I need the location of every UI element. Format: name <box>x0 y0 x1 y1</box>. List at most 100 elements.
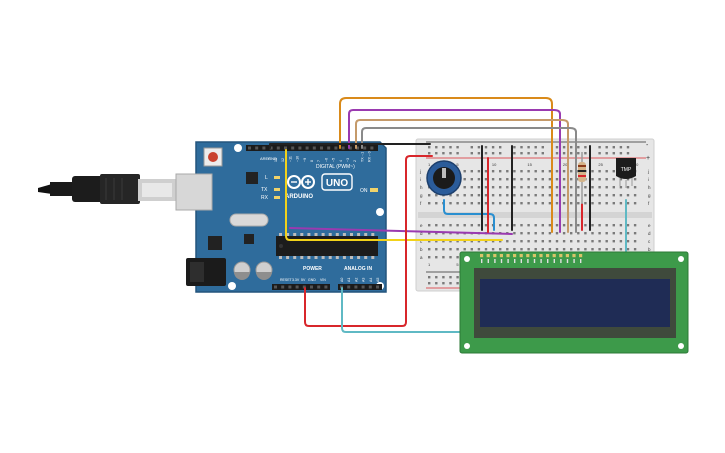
breadboard-hole <box>527 146 530 149</box>
pin-hole <box>363 146 367 150</box>
row-letter: j <box>419 169 421 174</box>
breadboard-hole <box>470 178 473 181</box>
breadboard-hole <box>548 232 552 235</box>
breadboard-hole <box>506 170 509 173</box>
row-letter: b <box>648 247 651 252</box>
row-letter: e <box>420 223 423 228</box>
breadboard-hole <box>470 224 473 227</box>
lcd-pin-label <box>573 259 575 263</box>
breadboard-hole <box>491 170 495 173</box>
lcd-pin-label <box>540 259 542 263</box>
breadboard-hole <box>442 240 445 243</box>
breadboard-hole <box>562 170 566 173</box>
wire-gray <box>361 127 577 233</box>
breadboard-hole <box>577 202 580 205</box>
lcd-pin <box>486 254 490 258</box>
breadboard-hole <box>598 232 601 235</box>
potentiometer[interactable] <box>426 160 462 196</box>
pin-hole <box>310 285 313 289</box>
temperature-sensor: TMP <box>616 158 636 188</box>
breadboard-hole <box>435 146 438 149</box>
crystal <box>229 213 269 227</box>
breadboard-hole <box>435 282 438 285</box>
breadboard-hole <box>477 194 481 197</box>
breadboard-hole <box>626 202 630 205</box>
breadboard-hole <box>548 224 552 227</box>
breadboard-hole <box>598 240 601 243</box>
breadboard-hole <box>633 202 637 205</box>
breadboard-hole <box>570 170 573 173</box>
on-label: ON <box>360 188 368 194</box>
breadboard-hole <box>626 224 630 227</box>
breadboard-hole <box>442 146 445 149</box>
analog-pin-number: A4 <box>369 278 373 282</box>
digital-pin-number: ~9 <box>303 158 307 162</box>
breadboard-hole <box>491 248 495 251</box>
chip-leg <box>300 233 304 236</box>
breadboard-hole <box>612 194 615 197</box>
breadboard-hole <box>591 224 594 227</box>
breadboard-hole <box>456 152 459 155</box>
power-header <box>272 284 330 290</box>
breadboard-hole <box>477 146 481 149</box>
breadboard-hole <box>442 232 445 235</box>
breadboard-hole <box>541 194 544 197</box>
breadboard-hole <box>491 152 495 155</box>
row-letter: f <box>420 201 422 206</box>
breadboard-hole <box>506 240 509 243</box>
breadboard-hole <box>449 202 452 205</box>
breadboard-hole <box>499 194 502 197</box>
chip-leg <box>364 256 368 259</box>
lcd-pin-label <box>520 259 522 263</box>
pin-hole <box>291 146 295 150</box>
breadboard-hole <box>584 232 587 235</box>
breadboard-hole <box>633 194 637 197</box>
breadboard-hole <box>449 152 452 155</box>
chip-leg <box>307 233 311 236</box>
breadboard-hole <box>484 194 488 197</box>
chip-leg <box>371 233 375 236</box>
breadboard-hole <box>541 170 544 173</box>
column-number: 30 <box>634 162 639 167</box>
breadboard-hole <box>442 282 445 285</box>
pin-hole <box>248 146 251 150</box>
breadboard-hole <box>619 202 623 205</box>
lcd-pin <box>572 254 576 258</box>
breadboard-hole <box>520 178 523 181</box>
breadboard-hole <box>534 194 537 197</box>
breadboard-hole <box>428 240 431 243</box>
chip-leg <box>364 233 368 236</box>
breadboard-hole <box>562 178 566 181</box>
pin-hole <box>305 146 309 150</box>
rail-plus-label: + <box>646 155 650 162</box>
breadboard-hole <box>463 194 466 197</box>
breadboard-hole <box>477 248 481 251</box>
breadboard-hole <box>570 202 573 205</box>
breadboard-hole <box>435 194 438 197</box>
breadboard-hole <box>456 146 459 149</box>
breadboard-hole <box>527 152 530 155</box>
breadboard-hole <box>499 240 502 243</box>
pin-hole <box>341 146 345 150</box>
breadboard-hole <box>527 248 530 251</box>
digital-pin-number: ~11 <box>288 156 292 162</box>
breadboard-hole <box>463 186 466 189</box>
breadboard-hole <box>442 152 445 155</box>
breadboard-hole <box>577 186 580 189</box>
rail-minus-label: - <box>646 142 649 149</box>
breadboard-hole <box>470 194 473 197</box>
breadboard-hole <box>513 178 516 181</box>
pin-hole <box>370 146 374 150</box>
breadboard-hole <box>463 224 466 227</box>
breadboard-hole <box>491 146 495 149</box>
breadboard-hole <box>499 170 502 173</box>
breadboard-hole <box>612 178 615 181</box>
analog-header <box>338 284 382 290</box>
breadboard-hole <box>541 202 544 205</box>
breadboard-hole <box>506 248 509 251</box>
breadboard-hole <box>541 152 544 155</box>
breadboard-hole <box>527 178 530 181</box>
breadboard-hole <box>428 152 431 155</box>
breadboard-hole <box>626 232 630 235</box>
chip-leg <box>328 256 332 259</box>
